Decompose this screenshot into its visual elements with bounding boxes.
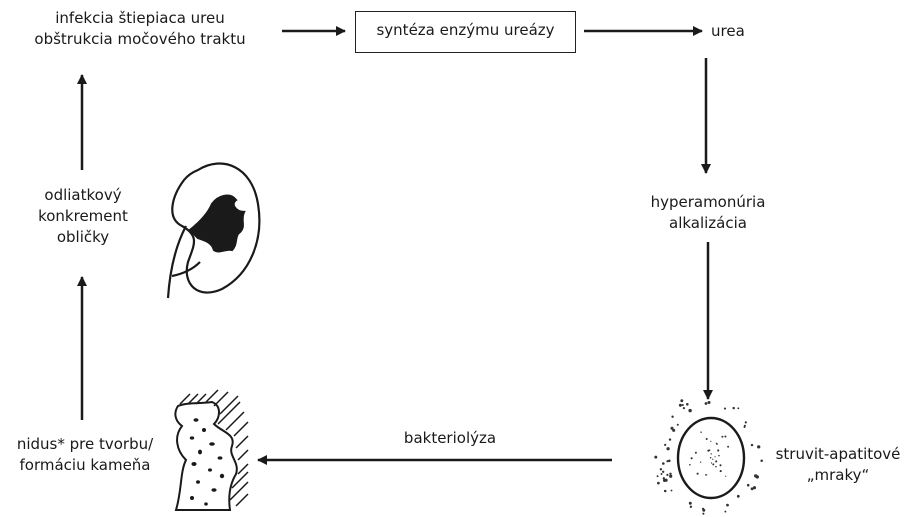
- speckle-dot: [669, 475, 672, 478]
- node-stone-line3: obličky: [20, 227, 146, 248]
- speckle-dot: [682, 404, 684, 406]
- speckle-dot: [719, 464, 721, 466]
- speckle-dot: [672, 429, 675, 432]
- node-nidus: nidus* pre tvorbu/ formáciu kameňa: [0, 434, 170, 476]
- speckle-dot: [663, 479, 666, 482]
- node-infection-line1: infekcia štiepiaca ureu: [6, 8, 274, 29]
- speckle-dot: [700, 461, 701, 462]
- speckle-dot: [690, 506, 692, 508]
- struvite-cloud-illustration: [654, 399, 763, 514]
- speckle-dot: [732, 407, 734, 409]
- speckle-dot: [727, 446, 729, 448]
- kidney-stone-illustration: [168, 164, 259, 298]
- speckle-dot: [702, 509, 705, 512]
- speckle-dot: [712, 463, 714, 465]
- speckle-dot: [724, 511, 726, 513]
- speckle-dot: [668, 460, 671, 463]
- speckle-dot: [669, 473, 671, 475]
- speckle-dot: [747, 484, 750, 487]
- speckle-dot: [657, 482, 660, 485]
- speckle-dot: [683, 407, 685, 409]
- speckle-dot: [688, 409, 691, 412]
- speckle-dot: [686, 403, 689, 406]
- node-enzyme-label: syntéza enzýmu ureázy: [356, 21, 575, 39]
- node-nidus-line1: nidus* pre tvorbu/: [0, 434, 170, 455]
- speckle-dot: [679, 404, 682, 407]
- speckle-dot: [666, 474, 668, 476]
- speckle-dot: [745, 421, 747, 423]
- speckle-dot: [702, 513, 704, 515]
- speckle-dot: [671, 416, 673, 418]
- speckle-dot: [721, 436, 723, 438]
- node-struvite-line1: struvit-apatitové: [768, 444, 908, 465]
- speckle-dot: [711, 462, 712, 463]
- speckle-dot: [680, 399, 683, 402]
- speckle-dot: [707, 401, 710, 404]
- node-infection: infekcia štiepiaca ureu obštrukcia močov…: [6, 8, 274, 50]
- speckle-dot: [691, 457, 693, 459]
- speckle-dot: [725, 476, 726, 477]
- node-enzyme-box: syntéza enzýmu ureázy: [355, 11, 576, 53]
- node-hyperammonuria: hyperamonúria alkalizácia: [628, 192, 788, 234]
- nidus-illustration: [175, 390, 248, 510]
- speckle-dot: [710, 453, 711, 454]
- speckle-dot: [718, 455, 720, 457]
- node-infection-line2: obštrukcia močového traktu: [6, 29, 274, 50]
- edge-bacteriolysis-label: bakteriolýza: [380, 428, 520, 449]
- speckle-dot: [712, 459, 713, 460]
- speckle-dot: [715, 466, 717, 468]
- node-staghorn-stone: odliatkový konkrement obličky: [20, 185, 146, 248]
- speckle-dot: [715, 460, 717, 462]
- speckle-dot: [726, 504, 729, 507]
- speckle-dot: [657, 475, 659, 477]
- speckle-dot: [666, 447, 669, 450]
- speckle-dot: [669, 438, 671, 440]
- speckle-dot: [710, 457, 712, 459]
- speckle-dot: [724, 408, 726, 410]
- node-struvite: struvit-apatitové „mraky“: [768, 444, 908, 486]
- speckle-dot: [654, 456, 657, 459]
- speckle-dot: [720, 470, 722, 472]
- speckle-dot: [751, 444, 753, 446]
- speckle-dot: [662, 462, 665, 465]
- speckle-dot: [671, 490, 673, 492]
- node-stone-line1: odliatkový: [20, 185, 146, 206]
- speckle-dot: [677, 424, 679, 426]
- speckle-dot: [705, 402, 708, 405]
- speckle-dot: [737, 407, 739, 409]
- speckle-dot: [751, 487, 754, 490]
- speckle-dot: [706, 474, 707, 475]
- speckle-dot: [695, 452, 697, 454]
- speckle-dot: [664, 444, 666, 446]
- speckle-dot: [757, 445, 760, 448]
- speckle-dot: [662, 471, 664, 473]
- speckle-dot: [689, 464, 691, 466]
- speckle-dot: [737, 495, 740, 498]
- node-struvite-line2: „mraky“: [768, 465, 908, 486]
- speckle-dot: [709, 449, 711, 451]
- speckle-dot: [724, 435, 726, 437]
- speckle-dot: [706, 438, 708, 440]
- speckle-dot: [689, 502, 692, 505]
- node-hyper-line2: alkalizácia: [628, 213, 788, 234]
- speckle-dot: [660, 468, 662, 470]
- speckle-dot: [697, 473, 699, 475]
- node-urea: urea: [711, 21, 745, 42]
- speckle-dot: [710, 441, 711, 442]
- speckle-dot: [661, 473, 663, 475]
- speckle-dot: [717, 449, 719, 451]
- speckle-dot: [760, 459, 763, 462]
- node-stone-line2: konkrement: [20, 206, 146, 227]
- speckle-dot: [716, 443, 717, 444]
- speckle-dot: [700, 431, 702, 433]
- speckle-dot: [754, 474, 757, 477]
- speckle-dot: [664, 490, 667, 493]
- speckle-dot: [714, 456, 715, 457]
- node-hyper-line1: hyperamonúria: [628, 192, 788, 213]
- speckle-dot: [744, 425, 746, 427]
- node-nidus-line2: formáciu kameňa: [0, 455, 170, 476]
